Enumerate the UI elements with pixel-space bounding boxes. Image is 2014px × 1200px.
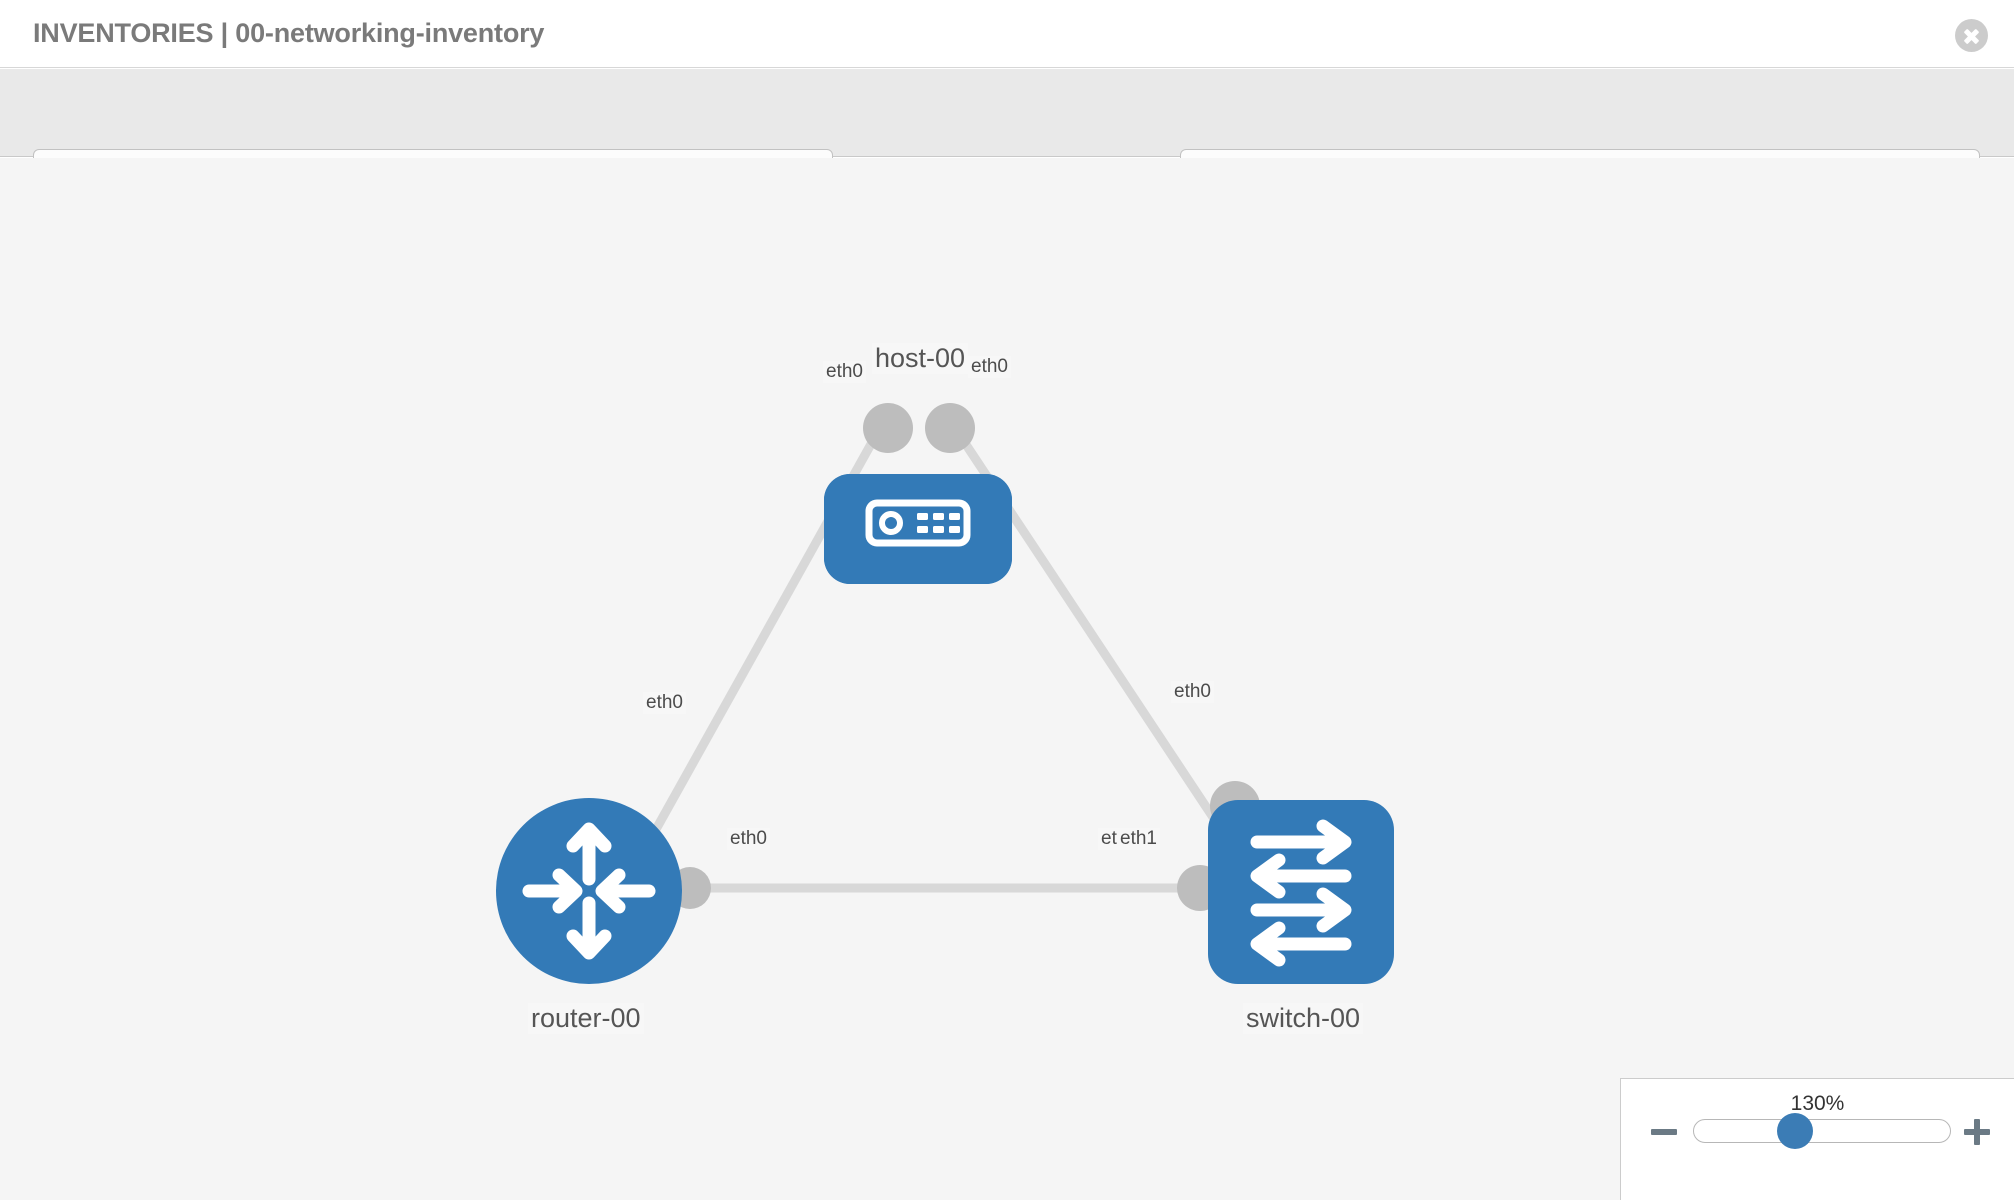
node-router-00-shape <box>496 798 682 984</box>
zoom-slider-handle[interactable] <box>1777 1113 1813 1149</box>
node-switch-00-shape <box>1208 800 1394 984</box>
router-arrows-icon <box>522 822 656 960</box>
plus-icon[interactable] <box>1964 1119 1990 1145</box>
node-switch-00 <box>1208 800 1394 984</box>
close-icon[interactable] <box>1955 19 1988 52</box>
port-host-right <box>925 403 975 453</box>
topology-canvas[interactable]: host-00 router-00 switch-00 eth0 eth0 et… <box>0 158 2014 1200</box>
page-header: INVENTORIES | 00-networking-inventory <box>0 0 2014 68</box>
switch-arrows-icon <box>1250 819 1352 967</box>
zoom-control: 130% <box>1620 1078 2014 1200</box>
node-host-00 <box>824 474 1012 584</box>
zoom-percent-label: 130% <box>1790 1092 1845 1115</box>
port-host-left <box>863 403 913 453</box>
minus-icon[interactable] <box>1651 1119 1677 1145</box>
toolbar: ACTIONS SEARCH <box>0 69 2014 202</box>
zoom-slider-track[interactable] <box>1693 1119 1951 1143</box>
node-router-00 <box>496 798 682 984</box>
topology-graph <box>496 403 1394 984</box>
server-device-icon <box>865 499 971 547</box>
page-title: INVENTORIES | 00-networking-inventory <box>33 18 545 48</box>
